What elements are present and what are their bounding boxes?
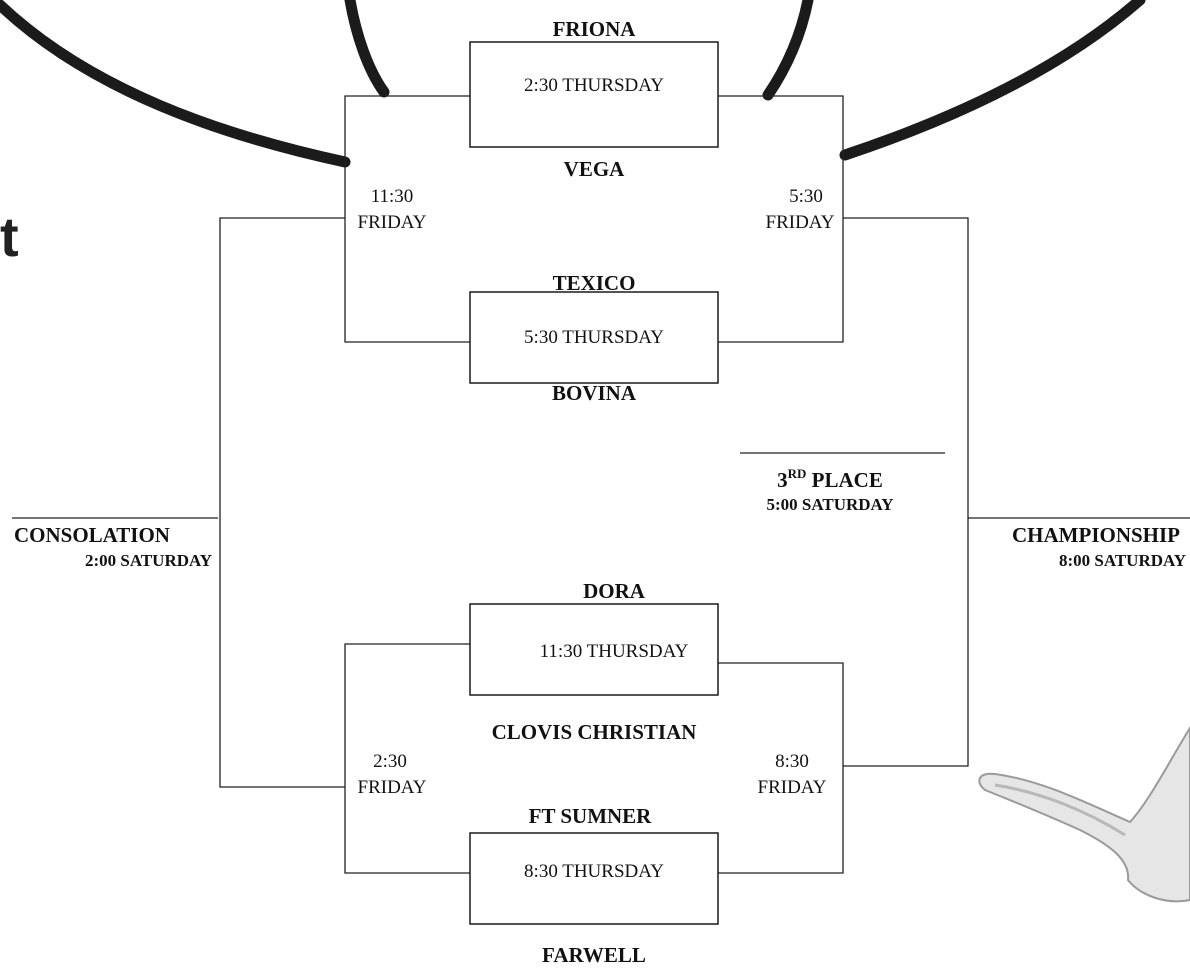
line-consolation-final: [219, 217, 345, 788]
third-place-superscript: RD: [788, 466, 807, 481]
rope-right-inner-strand: [762, 0, 814, 101]
team-farwell: FARWELL: [542, 943, 646, 967]
line-winners-bottom-connector: [718, 662, 844, 874]
rope-left-inner-strand: [344, 0, 390, 98]
line-championship-final: [843, 217, 969, 767]
game-box-ftsumner-farwell: [469, 832, 719, 925]
team-vega: VEGA: [564, 157, 626, 181]
longhorn-horn-shape: [978, 726, 1190, 903]
semi-winners-top-day: FRIDAY: [766, 212, 835, 233]
championship-title: CHAMPIONSHIP: [1012, 523, 1180, 547]
game-time-g3: 11:30 THURSDAY: [540, 641, 689, 662]
game-box-texico-bovina: [469, 291, 719, 384]
team-friona: FRIONA: [553, 17, 637, 41]
rope-left-strand: [0, 0, 351, 168]
third-place-time: 5:00 SATURDAY: [766, 495, 893, 514]
partial-title-letter: t: [0, 205, 19, 268]
game-time-g4: 8:30 THURSDAY: [524, 861, 664, 882]
third-place-title: 3RD PLACE: [777, 466, 883, 492]
third-place-ordinal: 3: [777, 468, 788, 492]
line-consol-bottom-connector: [344, 643, 470, 874]
semi-consol-bottom-day: FRIDAY: [358, 777, 427, 798]
consolation-title: CONSOLATION: [14, 523, 170, 547]
team-dora: DORA: [583, 579, 646, 603]
team-clovis-christian: CLOVIS CHRISTIAN: [492, 720, 697, 744]
line-consol-top-connector: [344, 95, 470, 343]
semi-consol-top-day: FRIDAY: [358, 212, 427, 233]
third-place-label: PLACE: [806, 468, 882, 492]
semi-consol-top-time: 11:30: [371, 186, 414, 207]
upper-bracket-lines: [219, 95, 969, 788]
game-time-g2: 5:30 THURSDAY: [524, 327, 664, 348]
longhorn-highlight: [994, 783, 1126, 837]
rope-right-strand: [839, 0, 1146, 161]
team-texico: TEXICO: [553, 271, 636, 295]
game-time-g1: 2:30 THURSDAY: [524, 75, 664, 96]
team-bovina: BOVINA: [552, 381, 637, 405]
line-winners-top-connector: [718, 95, 844, 343]
game-box-friona-vega: [469, 41, 719, 148]
lasso-rope-decoration: [0, 0, 1146, 168]
semi-winners-bottom-day: FRIDAY: [758, 777, 827, 798]
consolation-time: 2:00 SATURDAY: [85, 551, 212, 570]
semi-winners-bottom-time: 8:30: [775, 751, 809, 772]
semi-consol-bottom-time: 2:30: [373, 751, 407, 772]
championship-time: 8:00 SATURDAY: [1059, 551, 1186, 570]
longhorn-mascot-decoration: [978, 726, 1190, 903]
game-box-dora-clovis: [469, 603, 719, 696]
semi-winners-top-time: 5:30: [789, 186, 823, 207]
lower-bracket-lines: [344, 643, 844, 874]
team-ft-sumner: FT SUMNER: [529, 804, 653, 828]
